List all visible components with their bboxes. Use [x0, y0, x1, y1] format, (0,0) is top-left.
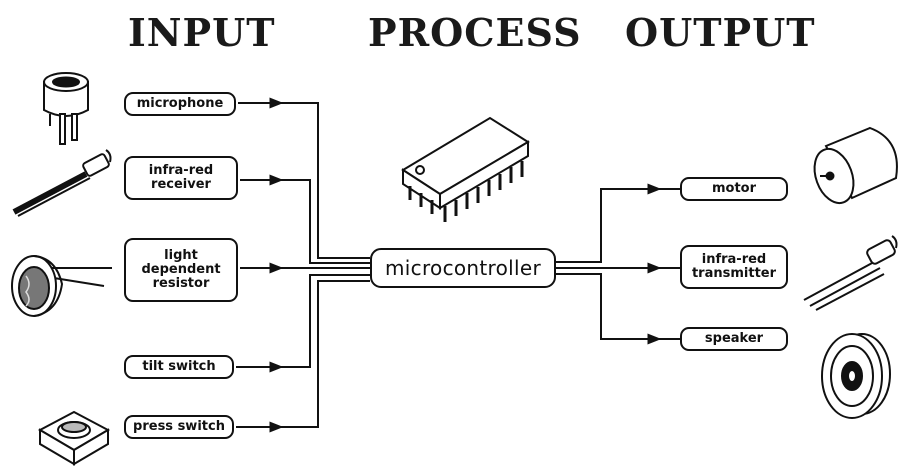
microcontroller-label: microcontroller	[370, 248, 556, 288]
push-button-icon	[37, 410, 111, 466]
tilt-switch-label: tilt switch	[124, 355, 234, 379]
ic-chip-icon	[401, 116, 530, 222]
process-heading: PROCESS	[368, 10, 582, 55]
infrared-transmitter-label: infra-red transmitter	[680, 245, 788, 289]
connector-tilt-switch	[236, 274, 370, 368]
input-connectors	[236, 97, 370, 433]
connector-press-switch	[236, 280, 370, 428]
infrared-led-icon	[803, 235, 898, 311]
motor-label: motor	[680, 177, 788, 201]
output-heading: OUTPUT	[625, 10, 816, 55]
ldr-icon	[11, 255, 112, 317]
speaker-label: speaker	[680, 327, 788, 351]
press-switch-label: press switch	[124, 415, 234, 439]
connector-infrared-receiver	[240, 179, 370, 264]
motor-icon	[813, 126, 898, 205]
input-heading: INPUT	[128, 10, 276, 55]
ldr-label: light dependent resistor	[124, 238, 238, 302]
microphone-label: microphone	[124, 92, 236, 116]
microphone-icon	[43, 72, 89, 145]
speaker-icon	[821, 333, 891, 419]
infrared-receiver-label: infra-red receiver	[124, 156, 238, 200]
output-connectors	[556, 183, 680, 345]
connector-speaker	[556, 273, 680, 340]
connector-motor	[556, 188, 680, 263]
infrared-receiver-icon	[12, 149, 112, 217]
